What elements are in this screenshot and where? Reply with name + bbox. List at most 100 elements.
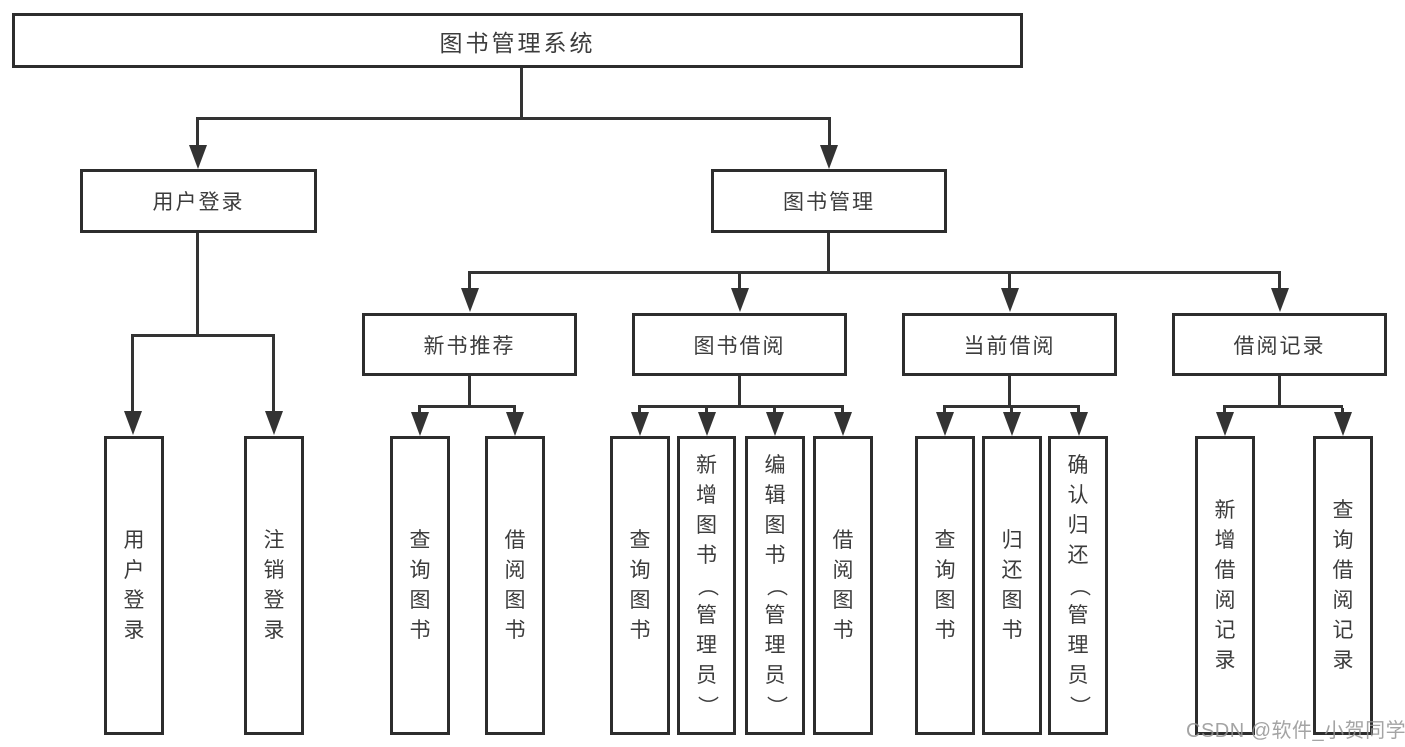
connector-line xyxy=(131,337,134,411)
connector-line xyxy=(1341,408,1344,413)
leaf-add-borrow-record: 新增借阅记录 xyxy=(1195,436,1255,735)
leaf-label-char: 图 xyxy=(409,588,431,612)
connector-line xyxy=(638,405,844,408)
leaf-label-char: 编 xyxy=(764,453,786,477)
connector-line xyxy=(943,408,946,413)
leaf-label-char: 管 xyxy=(1067,603,1089,627)
arrowhead-icon xyxy=(1216,412,1234,436)
leaf-label-char: 书 xyxy=(504,618,526,642)
arrowhead-icon xyxy=(1001,288,1019,312)
leaf-label-char: 销 xyxy=(263,558,285,582)
leaf-label-char: （ xyxy=(1067,575,1090,596)
leaf-borrow-books-recommend: 借阅图书 xyxy=(485,436,545,735)
node-system-root: 图书管理系统 xyxy=(12,13,1023,68)
leaf-label-char: 书 xyxy=(832,618,854,642)
arrowhead-icon xyxy=(265,411,283,435)
leaf-label-char: 书 xyxy=(409,618,431,642)
leaf-label-char: 图 xyxy=(629,588,651,612)
leaf-label-char: （ xyxy=(695,575,719,596)
connector-line xyxy=(638,408,641,413)
leaf-label-char: 录 xyxy=(263,618,285,642)
leaf-label-char: 归 xyxy=(1067,513,1089,537)
node-book-management-branch: 图书管理 xyxy=(711,169,947,233)
connector-line xyxy=(196,233,199,337)
leaf-label-char: 登 xyxy=(263,588,285,612)
leaf-label-char: 询 xyxy=(409,558,431,582)
leaf-label-char: 图 xyxy=(832,588,854,612)
leaf-label-char: 归 xyxy=(1001,528,1023,552)
arrowhead-icon xyxy=(411,412,429,436)
leaf-edit-books-admin: 编辑图书（管理员） xyxy=(745,436,805,735)
leaf-label-char: 录 xyxy=(123,618,145,642)
leaf-label-char: 记 xyxy=(1332,618,1354,642)
leaf-label-char: 图 xyxy=(764,513,786,537)
connector-line xyxy=(520,68,523,117)
leaf-query-books-current: 查询图书 xyxy=(915,436,975,735)
leaf-label-char: 书 xyxy=(1001,618,1023,642)
leaf-label-char: 理 xyxy=(696,633,717,657)
arrowhead-icon xyxy=(731,288,749,312)
leaf-return-books: 归还图书 xyxy=(982,436,1042,735)
leaf-label-char: 借 xyxy=(504,528,526,552)
leaf-add-books-admin: 新增图书（管理员） xyxy=(677,436,736,735)
leaf-label-char: 借 xyxy=(1332,558,1354,582)
connector-line xyxy=(418,405,516,408)
connector-line xyxy=(738,274,741,288)
connector-line xyxy=(468,271,1281,274)
connector-line xyxy=(1223,405,1343,408)
arrowhead-icon xyxy=(820,145,838,169)
arrowhead-icon xyxy=(1334,412,1352,436)
leaf-query-borrow-record: 查询借阅记录 xyxy=(1313,436,1373,735)
node-label: 图书管理系统 xyxy=(439,29,596,56)
node-label: 用户登录 xyxy=(152,191,245,214)
leaf-label-char: 图 xyxy=(1001,588,1023,612)
leaf-label-char: 注 xyxy=(263,528,285,552)
connector-line xyxy=(738,376,741,408)
leaf-label-char: 还 xyxy=(1001,558,1023,582)
leaf-label-char: 管 xyxy=(696,603,717,627)
leaf-label-char: ） xyxy=(1067,695,1090,716)
node-new-book-recommend: 新书推荐 xyxy=(362,313,577,376)
arrowhead-icon xyxy=(189,145,207,169)
connector-line xyxy=(468,376,471,408)
node-label: 借阅记录 xyxy=(1233,334,1326,358)
node-label: 图书管理 xyxy=(783,191,875,214)
leaf-label-char: 阅 xyxy=(832,558,854,582)
leaf-label-char: ） xyxy=(764,695,787,716)
arrowhead-icon xyxy=(834,412,852,436)
leaf-label-char: 用 xyxy=(123,528,145,552)
leaf-label-char: 阅 xyxy=(504,558,526,582)
leaf-label-char: 图 xyxy=(504,588,526,612)
leaf-label-char: 查 xyxy=(934,528,956,552)
leaf-label-char: 管 xyxy=(764,603,786,627)
connector-line xyxy=(196,117,831,120)
leaf-label-char: 新 xyxy=(1214,498,1236,522)
leaf-label-char: 员 xyxy=(764,663,786,687)
leaf-label-char: 还 xyxy=(1067,543,1089,567)
leaf-label-char: 询 xyxy=(934,558,956,582)
connector-line xyxy=(1278,376,1281,408)
connector-line xyxy=(513,408,516,413)
connector-line xyxy=(1008,274,1011,288)
leaf-borrow-books: 借阅图书 xyxy=(813,436,873,735)
arrowhead-icon xyxy=(766,412,784,436)
connector-line xyxy=(841,408,844,413)
leaf-label-char: （ xyxy=(764,575,787,596)
leaf-label-char: 阅 xyxy=(1214,588,1236,612)
connector-line xyxy=(131,334,275,337)
leaf-label-char: 书 xyxy=(764,543,786,567)
node-user-login-branch: 用户登录 xyxy=(80,169,317,233)
arrowhead-icon xyxy=(1271,288,1289,312)
connector-line xyxy=(773,408,776,413)
leaf-label-char: 图 xyxy=(934,588,956,612)
node-label: 新书推荐 xyxy=(423,334,516,358)
leaf-label-char: 书 xyxy=(696,543,717,567)
csdn-watermark: CSDN @软件_小贺同学 xyxy=(1186,720,1405,742)
leaf-label-char: 查 xyxy=(409,528,431,552)
connector-line xyxy=(1223,408,1226,413)
connector-line xyxy=(1008,376,1011,408)
arrowhead-icon xyxy=(124,411,142,435)
arrowhead-icon xyxy=(1070,412,1088,436)
connector-line xyxy=(196,120,199,145)
